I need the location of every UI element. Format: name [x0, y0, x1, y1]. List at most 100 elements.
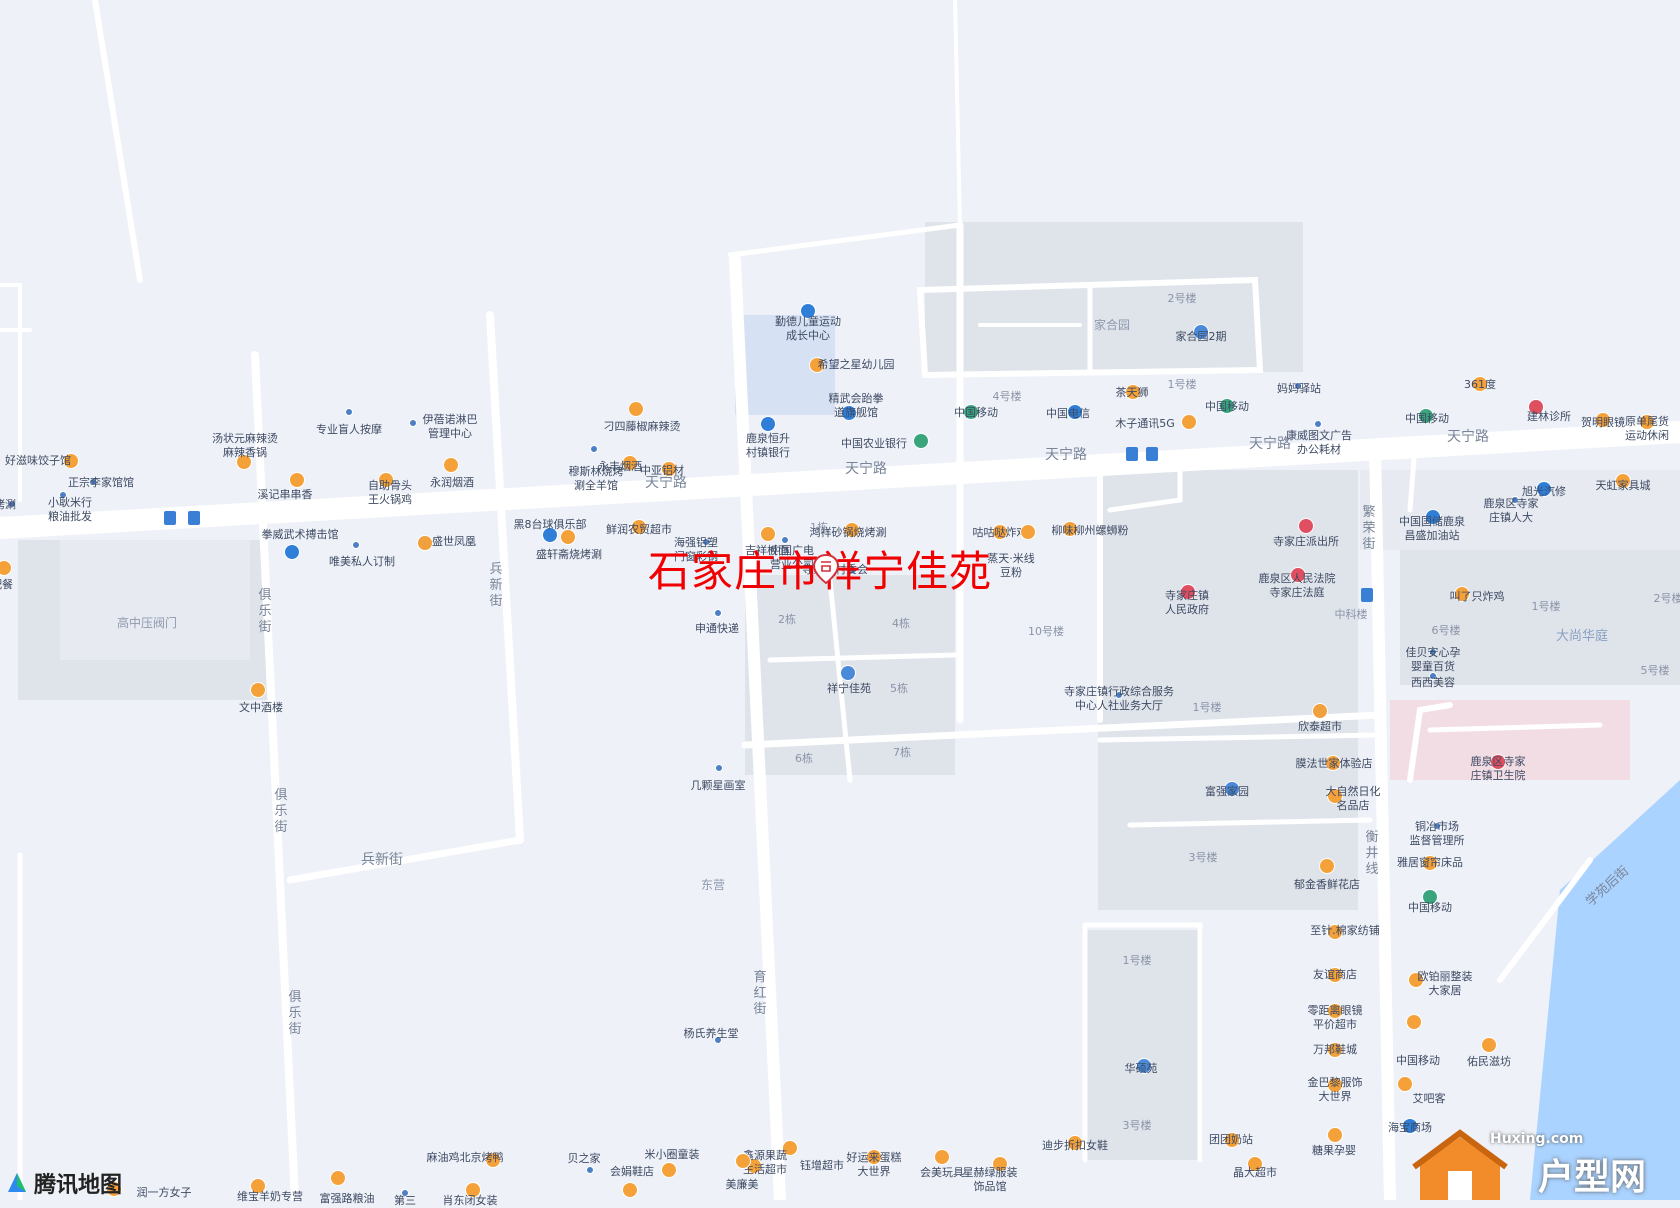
- poi-label[interactable]: 晶大超市: [1233, 1166, 1277, 1180]
- poi-marker-icon[interactable]: [623, 1183, 637, 1197]
- location-marker-icon[interactable]: [813, 554, 839, 584]
- poi-label[interactable]: 贝之家: [568, 1152, 601, 1166]
- poi-label[interactable]: 家合园2期: [1176, 330, 1227, 344]
- poi-label[interactable]: 友谊商店: [1313, 968, 1357, 982]
- poi-label[interactable]: 第三: [394, 1194, 416, 1208]
- poi-label[interactable]: 伊蓓诺淋巴 管理中心: [423, 413, 478, 441]
- poi-label[interactable]: 鲜润农贸超市: [606, 523, 672, 537]
- poi-marker-icon[interactable]: [290, 473, 304, 487]
- poi-label[interactable]: 康威图文广告 办公耗材: [1286, 429, 1352, 457]
- poi-marker-icon[interactable]: [736, 1154, 750, 1168]
- poi-label[interactable]: 米小圈童装: [645, 1148, 700, 1162]
- poi-label[interactable]: 至针.棉家纺铺: [1310, 924, 1380, 938]
- poi-marker-icon[interactable]: [1328, 1128, 1342, 1142]
- poi-label[interactable]: 拳威武术搏击馆: [262, 528, 339, 542]
- poi-label[interactable]: 杨氏养生堂: [684, 1027, 739, 1041]
- poi-label[interactable]: 寺家庄镇行政综合服务 中心人社业务大厅: [1064, 685, 1174, 713]
- poi-marker-icon[interactable]: [1407, 1015, 1421, 1029]
- poi-label[interactable]: 好运来蛋糕 大世界: [847, 1151, 902, 1179]
- poi-marker-icon[interactable]: [444, 458, 458, 472]
- poi-label[interactable]: 申通快递: [695, 622, 739, 636]
- poi-label[interactable]: 柳味柳州螺蛳粉: [1052, 524, 1129, 538]
- poi-label[interactable]: 鹿泉恒升 村镇银行: [746, 432, 790, 460]
- poi-label[interactable]: 希望之星幼儿园: [818, 358, 895, 372]
- poi-label[interactable]: 精武会跆拳 道旗舰馆: [829, 392, 884, 420]
- poi-label[interactable]: 中国农业银行: [841, 437, 907, 451]
- poi-label[interactable]: 烤涮: [0, 498, 16, 512]
- poi-marker-icon[interactable]: [1320, 859, 1334, 873]
- poi-marker-icon[interactable]: [662, 1163, 676, 1177]
- poi-label[interactable]: 茶天狮: [1116, 386, 1149, 400]
- poi-label[interactable]: 天虹家具城: [1596, 479, 1651, 493]
- poi-label[interactable]: 中亚铝材: [640, 464, 684, 478]
- poi-label[interactable]: 361度: [1464, 378, 1496, 392]
- poi-label[interactable]: 汤状元麻辣烫 麻辣香锅: [212, 432, 278, 460]
- poi-label[interactable]: 正宗李家馆馆: [68, 476, 134, 490]
- poi-marker-icon[interactable]: [561, 530, 575, 544]
- poi-marker-icon[interactable]: [587, 1167, 593, 1173]
- bus-stop-icon[interactable]: [1361, 588, 1373, 602]
- poi-label[interactable]: 鹿泉区寺家 庄镇人大: [1484, 497, 1539, 525]
- poi-label[interactable]: 万邦鞋城: [1313, 1043, 1357, 1057]
- poi-label[interactable]: 建林诊所: [1527, 410, 1571, 424]
- poi-label[interactable]: 鹿泉区寺家 庄镇卫生院: [1471, 755, 1526, 783]
- poi-label[interactable]: 专业盲人按摩: [316, 423, 382, 437]
- poi-label[interactable]: 木子通讯5G: [1115, 417, 1175, 431]
- poi-label[interactable]: 祥宁佳苑: [827, 682, 871, 696]
- poi-marker-icon[interactable]: [1482, 1038, 1496, 1052]
- poi-label[interactable]: 溪记串串香: [258, 488, 313, 502]
- poi-label[interactable]: 永润烟酒: [430, 476, 474, 490]
- poi-label[interactable]: 盛世凤凰: [432, 535, 476, 549]
- poi-label[interactable]: 西西美容: [1411, 676, 1455, 690]
- poi-label[interactable]: 蒸天·米线 豆粉: [987, 552, 1035, 580]
- poi-label[interactable]: 中国移动: [954, 406, 998, 420]
- poi-label[interactable]: 迪步折扣女鞋: [1042, 1139, 1108, 1153]
- poi-marker-icon[interactable]: [1182, 415, 1196, 429]
- poi-label[interactable]: 中国移动: [1405, 412, 1449, 426]
- poi-label[interactable]: 原单尾货 运动休闲: [1625, 415, 1669, 443]
- poi-label[interactable]: 富强路粮油: [320, 1192, 375, 1206]
- poi-label[interactable]: 麻油鸡北京烤鸭: [427, 1151, 504, 1165]
- poi-label[interactable]: 唯美私人订制: [329, 555, 395, 569]
- poi-marker-icon[interactable]: [629, 402, 643, 416]
- poi-label[interactable]: 团团奶站: [1209, 1133, 1253, 1147]
- poi-marker-icon[interactable]: [353, 542, 359, 548]
- poi-label[interactable]: 铜冶市场 监督管理所: [1410, 820, 1465, 848]
- poi-label[interactable]: 中国移动: [1408, 901, 1452, 915]
- poi-marker-icon[interactable]: [715, 610, 721, 616]
- poi-label[interactable]: 会美玩具: [920, 1166, 964, 1180]
- poi-label[interactable]: 寺家庄派出所: [1273, 535, 1339, 549]
- poi-label[interactable]: 中国移动: [1205, 400, 1249, 414]
- poi-label[interactable]: 永丰烟酒: [598, 460, 642, 474]
- poi-label[interactable]: 大自然日化 名品店: [1326, 785, 1381, 813]
- poi-label[interactable]: 鹿泉区人民法院 寺家庄法庭: [1259, 572, 1336, 600]
- poi-marker-icon[interactable]: [591, 446, 597, 452]
- poi-label[interactable]: 寺家庄镇 人民政府: [1165, 589, 1209, 617]
- poi-label[interactable]: 自助骨头 王火锅鸡: [368, 479, 412, 507]
- poi-label[interactable]: 盛轩斋烧烤涮: [536, 548, 602, 562]
- poi-label[interactable]: 刁四藤椒麻辣烫: [604, 420, 681, 434]
- poi-label[interactable]: 艾吧客: [1413, 1092, 1446, 1106]
- poi-marker-icon[interactable]: [1313, 704, 1327, 718]
- poi-marker-icon[interactable]: [331, 1171, 345, 1185]
- poi-label[interactable]: 润一方女子: [137, 1186, 192, 1200]
- poi-label[interactable]: 膜法世家体验店: [1296, 757, 1373, 771]
- poi-marker-icon[interactable]: [285, 545, 299, 559]
- poi-label[interactable]: 叫了只炸鸡: [1450, 590, 1505, 604]
- poi-label[interactable]: 金巴黎服饰 大世界: [1308, 1076, 1363, 1104]
- poi-label[interactable]: 几颗星画室: [691, 779, 746, 793]
- poi-label[interactable]: 勤德儿童运动 成长中心: [775, 315, 841, 343]
- poi-label[interactable]: 中国国储鹿泉 昌盛加油站: [1399, 515, 1465, 543]
- poi-label[interactable]: 肖东闭女装: [443, 1194, 498, 1208]
- poi-marker-icon[interactable]: [251, 683, 265, 697]
- poi-label[interactable]: 会娟鞋店: [610, 1165, 654, 1179]
- poi-label[interactable]: 佳贝安心孕 婴童百货: [1406, 646, 1461, 674]
- poi-marker-icon[interactable]: [935, 1150, 949, 1164]
- poi-label[interactable]: 华硕苑: [1125, 1062, 1158, 1076]
- poi-marker-icon[interactable]: [841, 666, 855, 680]
- poi-label[interactable]: 雅居窗帘床品: [1397, 856, 1463, 870]
- poi-label[interactable]: 佑民滋坊: [1467, 1055, 1511, 1069]
- bus-stop-icon[interactable]: [1146, 447, 1158, 461]
- poi-marker-icon[interactable]: [1021, 525, 1035, 539]
